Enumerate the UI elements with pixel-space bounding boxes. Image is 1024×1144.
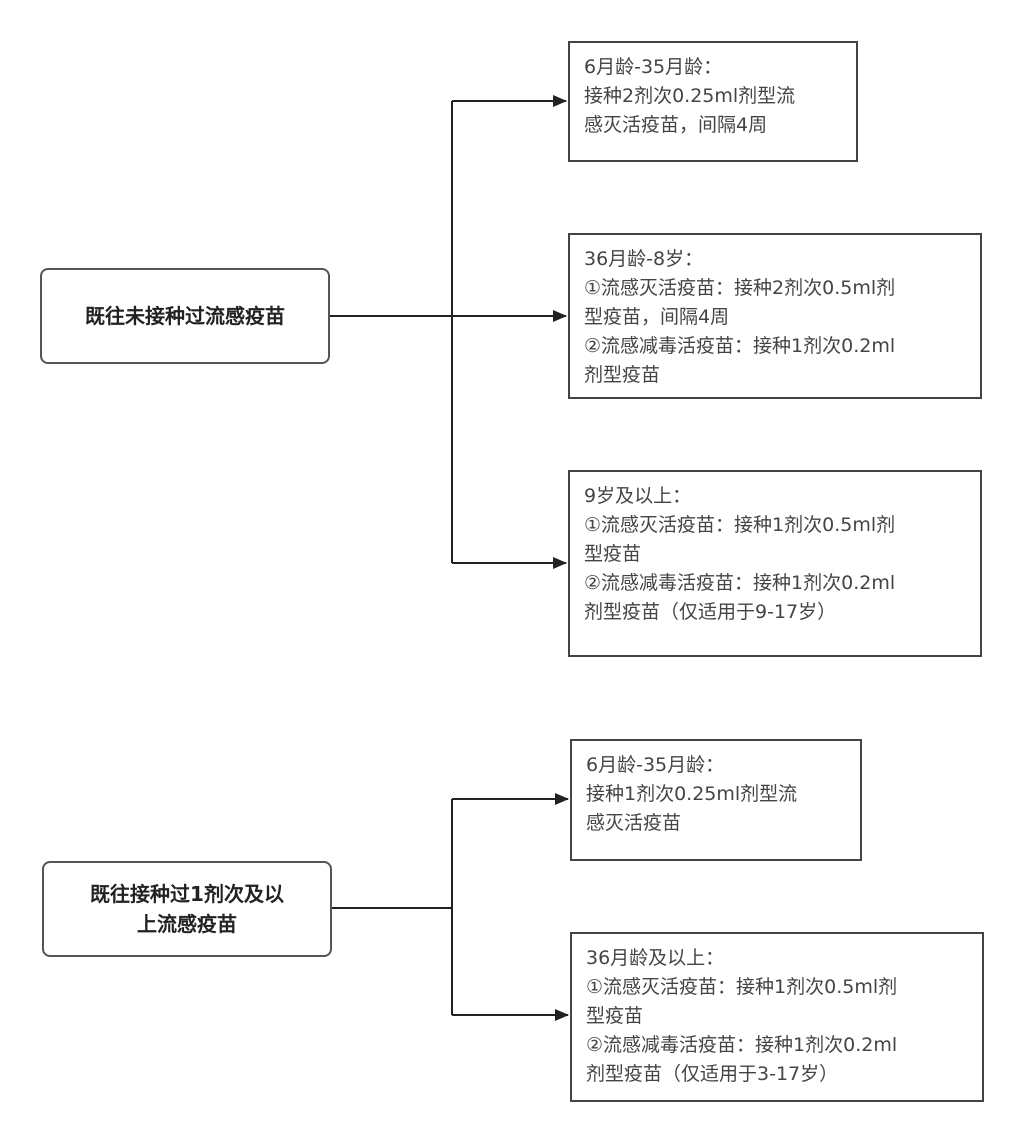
target-node-9-years-and-up: 9岁及以上： ①流感灭活疫苗：接种1剂次0.5ml剂 型疫苗 ②流感减毒活疫苗：… xyxy=(568,470,982,657)
target-node-line: 型疫苗，间隔4周 xyxy=(584,306,730,328)
target-node-line: 36月龄-8岁： xyxy=(584,248,704,270)
target-node-line: ①流感灭活疫苗：接种2剂次0.5ml剂 xyxy=(584,277,896,299)
target-node-line: 接种1剂次0.25ml剂型流 xyxy=(586,783,798,805)
target-node-line: 型疫苗 xyxy=(584,543,642,565)
source-node-label-line: 上流感疫苗 xyxy=(136,912,237,936)
target-node-line: 感灭活疫苗 xyxy=(586,812,682,834)
target-node-line: ②流感减毒活疫苗：接种1剂次0.2ml xyxy=(584,572,896,594)
target-node-line: ①流感灭活疫苗：接种1剂次0.5ml剂 xyxy=(584,514,896,536)
target-node-line: 9岁及以上： xyxy=(584,485,692,507)
target-node-line: 感灭活疫苗，间隔4周 xyxy=(584,114,768,136)
target-node-line: 型疫苗 xyxy=(586,1005,644,1027)
target-node-line: 剂型疫苗（仅适用于9-17岁） xyxy=(584,601,837,623)
target-node-line: 剂型疫苗 xyxy=(584,364,661,386)
target-node-6-35-months: 6月龄-35月龄： 接种2剂次0.25ml剂型流 感灭活疫苗，间隔4周 xyxy=(568,41,858,162)
target-node-line: ②流感减毒活疫苗：接种1剂次0.2ml xyxy=(584,335,896,357)
source-node-previously-vaccinated: 既往接种过1剂次及以 上流感疫苗 xyxy=(42,861,332,957)
target-node-36-months-and-up: 36月龄及以上： ①流感灭活疫苗：接种1剂次0.5ml剂 型疫苗 ②流感减毒活疫… xyxy=(570,932,984,1102)
target-node-36-months-8-years: 36月龄-8岁： ①流感灭活疫苗：接种2剂次0.5ml剂 型疫苗，间隔4周 ②流… xyxy=(568,233,982,399)
target-node-line: ②流感减毒活疫苗：接种1剂次0.2ml xyxy=(586,1034,898,1056)
source-node-label-line: 既往接种过1剂次及以 xyxy=(90,882,284,906)
target-node-line: 剂型疫苗（仅适用于3-17岁） xyxy=(586,1063,839,1085)
target-node-line: 36月龄及以上： xyxy=(586,947,725,969)
target-node-6-35-months: 6月龄-35月龄： 接种1剂次0.25ml剂型流 感灭活疫苗 xyxy=(570,739,862,861)
target-node-line: ①流感灭活疫苗：接种1剂次0.5ml剂 xyxy=(586,976,898,998)
target-node-line: 6月龄-35月龄： xyxy=(586,754,725,776)
source-node-label: 既往未接种过流感疫苗 xyxy=(85,304,285,328)
source-node-not-vaccinated: 既往未接种过流感疫苗 xyxy=(40,268,330,364)
target-node-line: 接种2剂次0.25ml剂型流 xyxy=(584,85,796,107)
target-node-line: 6月龄-35月龄： xyxy=(584,56,723,78)
